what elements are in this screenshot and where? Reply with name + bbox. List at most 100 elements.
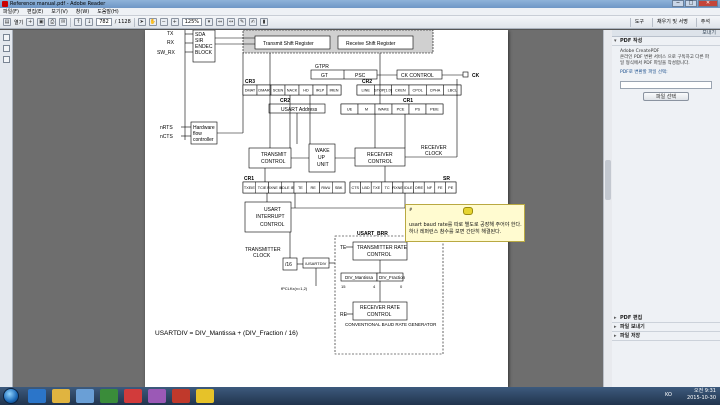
pane-top-link[interactable]: 보내기 — [612, 30, 720, 37]
svg-text:15: 15 — [341, 284, 346, 289]
usart-block-diagram: Transmit Shift Register Receive Shift Re… — [155, 30, 480, 355]
comment-icon[interactable]: ✎ — [238, 18, 247, 26]
fill-sign-button[interactable]: 채우기 및 서명 — [652, 18, 692, 27]
pdf-edit-section[interactable]: PDF 편집 — [612, 314, 720, 323]
svg-text:INTERRUPT: INTERRUPT — [256, 214, 285, 220]
fit-page-icon[interactable]: ⇔ — [216, 18, 225, 26]
svg-text:CR2: CR2 — [280, 98, 290, 104]
clock-time: 오전 9:31 — [693, 388, 716, 394]
svg-text:ENDEC: ENDEC — [195, 44, 213, 50]
zoom-in-icon[interactable]: + — [170, 18, 179, 26]
svg-text:RECEIVER RATE: RECEIVER RATE — [360, 305, 401, 311]
vertical-scrollbar[interactable] — [603, 30, 612, 387]
cr1-irq-bit-label: RXNE IE — [267, 186, 283, 190]
open-folder-icon[interactable]: ▤ — [3, 18, 11, 26]
comment-button[interactable]: 주석 — [695, 18, 714, 27]
app-icon[interactable] — [100, 389, 118, 403]
menu-file[interactable]: 파일(F) — [3, 9, 19, 15]
ie-icon[interactable] — [28, 389, 46, 403]
acrobat-icon[interactable] — [172, 389, 190, 403]
system-tray[interactable]: 오전 9:31 2015-10-30 — [687, 388, 716, 402]
chrome-icon[interactable] — [124, 389, 142, 403]
svg-text:CONTROL: CONTROL — [367, 252, 392, 258]
window-title: Reference manual.pdf - Adobe Reader — [10, 1, 106, 7]
zoom-dropdown-icon[interactable]: ▾ — [205, 18, 214, 26]
window-controls: ─ □ ✕ — [672, 0, 718, 8]
svg-text:USART_BRR: USART_BRR — [357, 231, 388, 237]
svg-text:CR1: CR1 — [403, 98, 413, 104]
menu-view[interactable]: 보기(V) — [51, 9, 68, 15]
cr1-bit-label: PEIE — [430, 108, 439, 112]
svg-text:/16: /16 — [285, 262, 292, 268]
svg-text:4: 4 — [373, 284, 376, 289]
menu-window[interactable]: 창(W) — [75, 9, 90, 15]
send-files-section[interactable]: 파일 보내기 — [612, 323, 720, 332]
cr1-bit-label: PS — [415, 108, 421, 112]
open-button[interactable]: 열기 — [14, 19, 24, 26]
svg-text:fPCLKx(x=1,2): fPCLKx(x=1,2) — [281, 286, 308, 291]
highlight-icon[interactable]: ▮ — [260, 18, 269, 26]
app-icon[interactable] — [196, 389, 214, 403]
cr3-bit-label: DMAT — [245, 89, 256, 93]
page-thumbnails-icon[interactable] — [3, 34, 10, 41]
start-button[interactable] — [3, 388, 19, 404]
fit-width-icon[interactable]: ↔ — [227, 18, 236, 26]
svg-text:CONTROL: CONTROL — [368, 159, 393, 165]
hand-tool-icon[interactable]: ✋ — [148, 18, 157, 26]
svg-text:CONTROL: CONTROL — [367, 312, 392, 318]
select-tool-icon[interactable]: ➤ — [137, 18, 146, 26]
tools-button[interactable]: 도구 — [629, 18, 648, 27]
cr2-bit-cell — [443, 84, 462, 96]
clock-date: 2015-10-30 — [686, 395, 716, 401]
svg-text:CR3: CR3 — [245, 79, 255, 85]
prev-page-icon[interactable]: ↑ — [74, 18, 83, 26]
svg-text:flow: flow — [193, 131, 202, 137]
media-icon[interactable] — [76, 389, 94, 403]
close-button[interactable]: ✕ — [698, 0, 718, 7]
store-files-section[interactable]: 파일 저장 — [612, 332, 720, 341]
pdf-create-section[interactable]: PDF 작성 — [612, 37, 720, 46]
menu-help[interactable]: 도움말(H) — [97, 9, 119, 15]
cr3-bit-label: IRLP — [316, 89, 325, 93]
svg-text:TRANSMITTER: TRANSMITTER — [245, 247, 281, 253]
print-icon[interactable]: ⎙ — [48, 18, 57, 26]
svg-text:TE: TE — [340, 245, 347, 251]
signal-ncts: nCTS — [160, 134, 173, 140]
minimize-button[interactable]: ─ — [672, 0, 684, 7]
cr2-bit-label: CPOL — [412, 89, 422, 93]
svg-text:CLOCK: CLOCK — [253, 253, 271, 259]
cr3-bit-cell — [326, 84, 342, 96]
next-page-icon[interactable]: ↓ — [85, 18, 94, 26]
cr1-irq-bit-label: TE — [298, 186, 303, 190]
app-icon[interactable] — [148, 389, 166, 403]
signal-nrts: nRTS — [160, 125, 173, 131]
svg-text:USART Address: USART Address — [281, 107, 318, 113]
zoom-level-input[interactable]: 125% — [181, 18, 203, 26]
language-indicator[interactable]: KO — [665, 392, 672, 398]
sign-icon[interactable]: ✍ — [249, 18, 258, 26]
comment-icon[interactable] — [463, 207, 473, 215]
menu-bar: 파일(F) 편집(E) 보기(V) 창(W) 도움말(H) — [0, 8, 720, 16]
pdf-create-body: Adobe CreatePDF 온라인 PDF 변환 서비스 으로 구독하고 다… — [612, 46, 720, 79]
svg-text:GT: GT — [321, 73, 328, 79]
adobe-reader-icon — [2, 1, 8, 7]
sticky-note-popup[interactable]: # usart baud rate를 따로 별도로 공장해 주어야 한다. 하나… — [405, 204, 525, 242]
page-number-input[interactable]: 782 — [96, 18, 112, 26]
create-pdf-icon[interactable]: + — [26, 18, 35, 26]
maximize-button[interactable]: □ — [685, 0, 697, 7]
scrollbar-thumb[interactable] — [605, 160, 611, 200]
zoom-out-icon[interactable]: − — [159, 18, 168, 26]
attachments-icon[interactable] — [3, 56, 10, 63]
email-icon[interactable]: ✉ — [59, 18, 68, 26]
select-file-button[interactable]: 파일 선택 — [643, 92, 689, 101]
save-icon[interactable]: ▣ — [37, 18, 46, 26]
task-pane: 보내기 PDF 작성 Adobe CreatePDF 온라인 PDF 변환 서비… — [612, 30, 720, 387]
signal-sw-rx: SW_RX — [157, 50, 175, 56]
bookmarks-icon[interactable] — [3, 45, 10, 52]
title-bar: Reference manual.pdf - Adobe Reader ─ □ … — [0, 0, 720, 8]
file-select-field[interactable] — [620, 81, 712, 89]
page-total: / 1128 — [114, 19, 131, 25]
menu-edit[interactable]: 편집(E) — [26, 9, 44, 15]
cr3-bit-label: NACK — [287, 89, 298, 93]
explorer-icon[interactable] — [52, 389, 70, 403]
